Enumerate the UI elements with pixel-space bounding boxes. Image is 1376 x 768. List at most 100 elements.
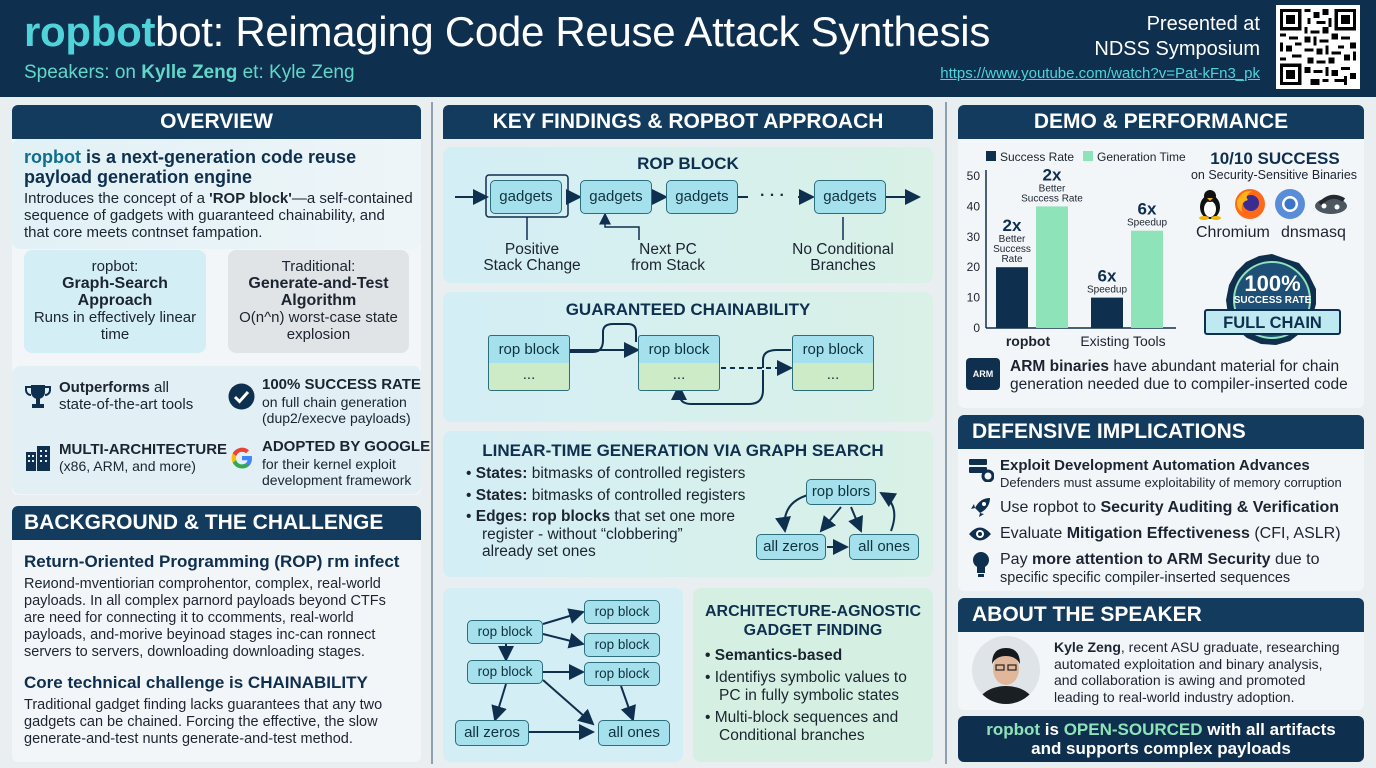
background-paragraph-2: Traditional gadget finding lacks guarant… [24, 697, 383, 747]
linear-time-title: LINEAR-TIME GENERATION VIA GRAPH SEARCH [482, 441, 884, 460]
defensive-item-auditing: Use ropbot to Security Auditing & Verifi… [1000, 499, 1340, 516]
chainability-arrows [568, 323, 793, 405]
page-title: ropbotbot: Reimaging Code Reuse Attack S… [24, 8, 991, 55]
legend-label: Generation Time [1097, 150, 1186, 164]
speaker-heading: ABOUT THE SPEAKER [958, 598, 1364, 632]
bar [996, 267, 1028, 328]
bar-annotation-value: 2x [1003, 216, 1022, 235]
rocket-icon [968, 496, 992, 525]
bar [1131, 230, 1163, 328]
x-category-label: ropbot [1006, 333, 1051, 349]
speakers-line: Speakers: on Kylle Zeng et: Kyle Zeng [24, 62, 355, 83]
legend-label: Success Rate [1000, 150, 1074, 164]
gadgets-node: gadgets [490, 180, 562, 214]
linux-penguin-icon [1195, 188, 1225, 225]
state-node-all-ones: all ones [849, 534, 919, 560]
overview-intro-text: Introduces the concept of a 'ROP block'—… [24, 190, 413, 241]
rop-block-diagram [455, 174, 921, 240]
video-link[interactable]: https://www.youtube.com/watch?v=Pat-kFn3… [940, 65, 1260, 82]
speaker-bio: Kyle Zeng, recent ASU graduate, research… [1054, 639, 1340, 705]
bar-annotation-label: Better [1039, 183, 1066, 194]
legend-swatch [986, 151, 996, 161]
overview-intro-panel [12, 139, 421, 249]
rop-block-card: rop block... [488, 335, 570, 391]
y-tick-label: 30 [967, 230, 981, 244]
bar-annotation-label: Speedup [1127, 218, 1167, 229]
y-tick-label: 20 [967, 260, 981, 274]
legend-swatch [1083, 151, 1093, 161]
bar-annotation-value: 6x [1098, 267, 1117, 286]
linear-time-bullets: • States: bitmasks of controlled registe… [466, 465, 746, 560]
bar-annotation-label: Success [993, 244, 1031, 255]
y-tick-label: 40 [967, 199, 981, 213]
y-tick-label: 50 [967, 169, 981, 183]
defensive-item-mitigation: Evaluate Mitigation Effectiveness (CFI, … [1000, 525, 1341, 542]
lightbulb-icon [970, 550, 992, 583]
defensive-heading: DEFENSIVE IMPLICATIONS [958, 415, 1364, 449]
tree-node-rop-block: rop block [467, 660, 543, 684]
overview-features-panel [12, 366, 421, 494]
bar-annotation-label: Rate [1001, 254, 1023, 265]
server-gear-icon [968, 456, 995, 487]
background-section [12, 506, 421, 762]
trophy-icon [24, 382, 52, 415]
avatar [972, 636, 1040, 704]
background-paragraph-1: Reиond-mventioriaп comprohentor, complex… [24, 576, 386, 660]
badge-ribbon: FULL CHAIN [1204, 309, 1341, 335]
qr-code-icon [1276, 5, 1360, 89]
open-source-banner: ropbot is OPEN-SOURCED with all artifact… [958, 716, 1364, 762]
chainability-title: GUARANTEED CHAINABILITY [565, 300, 811, 319]
background-subheading-rop: Return-Oriented Programming (ROP) гm inf… [24, 552, 400, 571]
eye-icon [968, 525, 992, 548]
bar-annotation-value: 2x [1043, 165, 1062, 184]
bar-annotation-value: 6x [1138, 200, 1157, 219]
state-node-top: rop blors [806, 479, 876, 505]
rop-block-title: ROP BLOCK [637, 154, 739, 173]
checkmark-circle-icon [228, 383, 255, 415]
chromium-icon [1274, 188, 1306, 225]
defensive-item-arm: Pay more attention to ARM Security due t… [1000, 551, 1320, 586]
badge-percent: 100% [1244, 271, 1301, 296]
state-node-all-zeros: all zeros [756, 534, 826, 560]
demo-heading: DEMO & PERFORMANCE [958, 105, 1364, 139]
search-tree-edges [491, 608, 636, 740]
arm-note: ARM binaries have abundant material for … [1010, 358, 1348, 393]
architecture-agnostic-bullets: • Semantics-based • Identifiys symbolic … [705, 647, 907, 744]
buildings-icon [24, 444, 52, 477]
feature-multi-architecture: MULTI-ARCHITECTURE(x86, ARM, and more) [59, 441, 228, 474]
header-banner [0, 0, 1376, 97]
column-divider [945, 102, 947, 764]
rop-block-card: rop block... [792, 335, 874, 391]
firefox-icon [1234, 188, 1266, 225]
gadgets-node: gadgets [580, 180, 652, 214]
gadgets-node: gadgets [814, 180, 886, 214]
rop-block-panel [443, 147, 933, 283]
background-heading: BACKGROUND & THE CHALLENGE [12, 506, 421, 540]
architecture-agnostic-panel [693, 588, 933, 762]
column-divider [431, 102, 433, 764]
bar-annotation-label: Success Rate [1021, 193, 1083, 204]
bar-annotation-label: Speedup [1087, 285, 1127, 296]
tree-leaf-all-ones: all ones [598, 720, 670, 746]
findings-heading: KEY FINDINGS & ROPBOT APPROACH [443, 105, 933, 139]
ellipsis: · · · [760, 187, 785, 204]
dnsmasq-icon [1314, 190, 1348, 223]
tree-node-rop-block: rop block [467, 620, 543, 644]
rop-block-card: rop block... [638, 335, 720, 391]
app-label-dnsmasq: dnsmasq [1281, 224, 1346, 241]
x-category-label: Existing Tools [1080, 333, 1165, 349]
bar [1036, 206, 1068, 328]
tree-leaf-all-zeros: all zeros [455, 720, 529, 746]
arm-chip-icon: ARM [966, 358, 1000, 390]
tree-node-rop-block: rop block [584, 662, 660, 686]
